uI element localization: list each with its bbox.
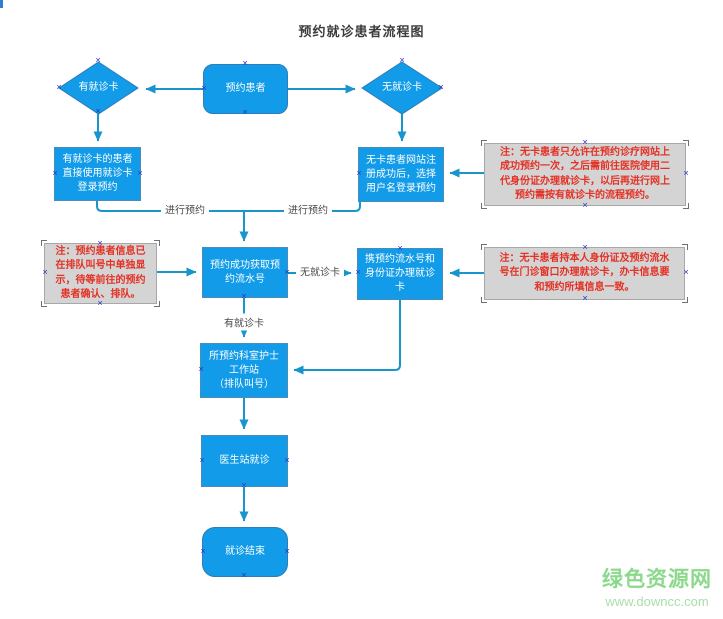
selection-corner [683, 203, 689, 209]
node-has-card-login-label: 有就诊卡的患者 直接使用就诊卡 登录预约 [62, 154, 133, 193]
watermark-site-url: www.downcc.com [605, 594, 709, 609]
watermark: 绿色资源网 www.downcc.com [602, 563, 712, 609]
selection-corner [481, 140, 487, 146]
note-queue-display[interactable]: 注：预约患者信息已 在排队叫号中单独显 示，待等前往的预约 患者确认、排队。 [41, 240, 160, 307]
node-doctor-visit-label: 医生站就诊 [219, 455, 270, 466]
note-queue-display-text: 注：预约患者信息已 在排队叫号中单独显 示，待等前往的预约 患者确认、排队。 [55, 245, 146, 301]
page-title: 预约就诊患者流程图 [298, 24, 425, 39]
selection-corner [154, 240, 160, 246]
selection-corner [481, 244, 487, 250]
decision-has-card-label: 有就诊卡 [78, 82, 119, 93]
edge-label-no-card[interactable]: 无就诊卡 [296, 262, 344, 280]
node-has-card-login[interactable]: 有就诊卡的患者 直接使用就诊卡 登录预约 [54, 147, 141, 201]
selection-corner [481, 297, 487, 303]
selection-corner [682, 297, 688, 303]
canvas-corner-mark [0, 0, 3, 8]
node-end-label: 就诊结束 [225, 546, 265, 557]
node-no-card-register[interactable]: 无卡患者网站注 册成功后，选择 用户名登录预约 [358, 147, 444, 202]
connector-register-to-junction[interactable] [244, 202, 361, 212]
selection-corner [682, 244, 688, 250]
node-handle-card-label: 携预约流水号和 身份证办理就诊 卡 [365, 254, 435, 293]
decision-no-card-label: 无就诊卡 [382, 82, 422, 93]
node-nurse-station-label: 所预约科室护士 工作站 （排队叫号） [209, 350, 279, 390]
node-handle-card[interactable]: 携预约流水号和 身份证办理就诊 卡 [357, 248, 443, 300]
node-patient-label: 预约患者 [225, 83, 266, 94]
selection-corner [481, 203, 487, 209]
diamond-shape [361, 61, 443, 115]
selection-corner [683, 140, 689, 146]
connector-handle-card-to-nurse[interactable] [293, 300, 401, 375]
node-get-serial-label: 预约成功获取预 约流水号 [210, 259, 280, 285]
note-id-match[interactable]: 注：无卡患者持本人身份证及预约流水 号在门诊窗口办理就诊卡，办卡信息要 和预约所… [481, 244, 688, 303]
edge-label-make-appointment-left[interactable]: 进行预约 [161, 200, 209, 218]
note-no-card-rule-text: 注：无卡患者只允许在预约诊疗网站上 成功预约一次，之后需前往医院使用二 代身份证… [500, 146, 670, 202]
connector-login-to-junction[interactable] [96, 200, 244, 212]
node-doctor-visit[interactable]: 医生站就诊 [201, 435, 288, 487]
watermark-site-name: 绿色资源网 [602, 568, 712, 591]
node-patient[interactable]: 预约患者 [203, 64, 288, 114]
node-nurse-station[interactable]: 所预约科室护士 工作站 （排队叫号） [200, 343, 288, 398]
diamond-shape [58, 61, 139, 115]
decision-has-card[interactable]: 有就诊卡 [58, 61, 139, 115]
node-get-serial[interactable]: 预约成功获取预 约流水号 [202, 247, 288, 298]
selection-corner [154, 301, 160, 307]
decision-no-card[interactable]: 无就诊卡 [361, 61, 443, 115]
selection-corner [41, 240, 47, 246]
node-end[interactable]: 就诊结束 [202, 527, 288, 577]
note-id-match-text: 注：无卡患者持本人身份证及预约流水 号在门诊窗口办理就诊卡，办卡信息要 和预约所… [499, 252, 670, 293]
edge-label-has-card[interactable]: 有就诊卡 [220, 313, 268, 331]
edge-label-make-appointment-right[interactable]: 进行预约 [284, 200, 332, 218]
node-no-card-register-label: 无卡患者网站注 册成功后，选择 用户名登录预约 [366, 154, 436, 194]
note-no-card-rule[interactable]: 注：无卡患者只允许在预约诊疗网站上 成功预约一次，之后需前往医院使用二 代身份证… [481, 140, 689, 209]
selection-corner [41, 301, 47, 307]
